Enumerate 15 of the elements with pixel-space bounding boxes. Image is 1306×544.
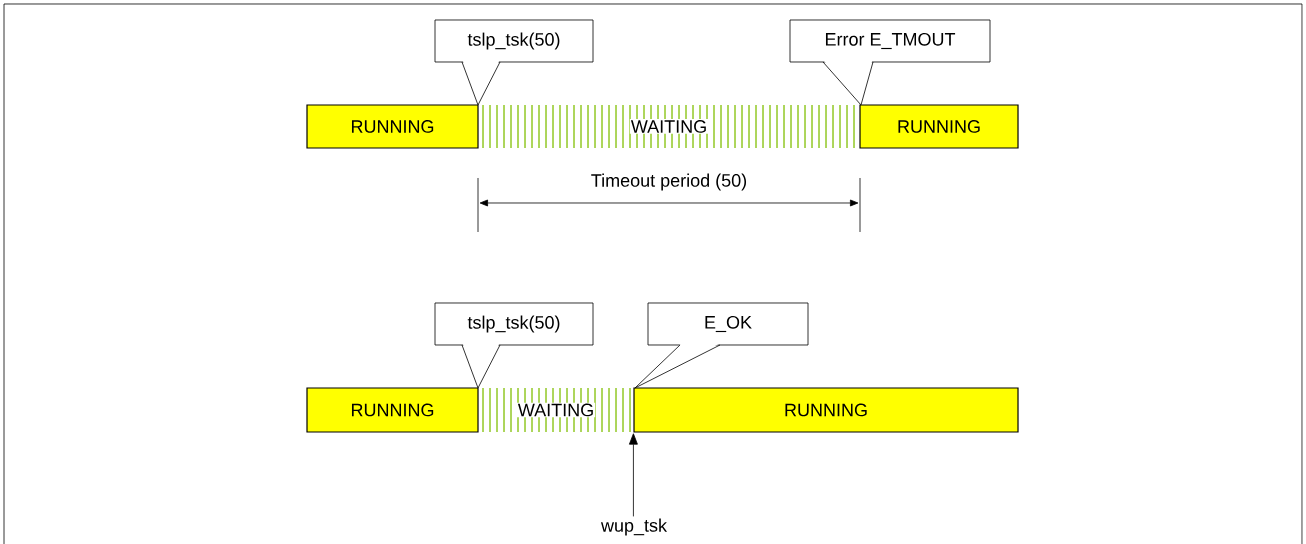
arrow bbox=[629, 433, 638, 517]
running-state-bar: RUNNING bbox=[633, 387, 1019, 433]
call-label: wup_tsk bbox=[600, 518, 668, 536]
callout-box: tslp_tsk(50) bbox=[434, 19, 594, 106]
node-label: WAITING bbox=[517, 403, 593, 417]
waiting-state-bar: WAITING bbox=[482, 387, 631, 433]
dimension-label: Timeout period (50) bbox=[591, 173, 747, 191]
node-label: WAITING bbox=[630, 120, 706, 133]
callout-box: E_OK bbox=[634, 302, 809, 389]
running-state-bar: RUNNING bbox=[306, 104, 479, 149]
callout-box: Error E_TMOUT bbox=[789, 19, 991, 106]
running-state-bar: RUNNING bbox=[859, 104, 1019, 149]
running-state-bar: RUNNING bbox=[306, 387, 479, 433]
waiting-state-bar: WAITING bbox=[482, 104, 855, 149]
callout-box: tslp_tsk(50) bbox=[434, 302, 594, 389]
